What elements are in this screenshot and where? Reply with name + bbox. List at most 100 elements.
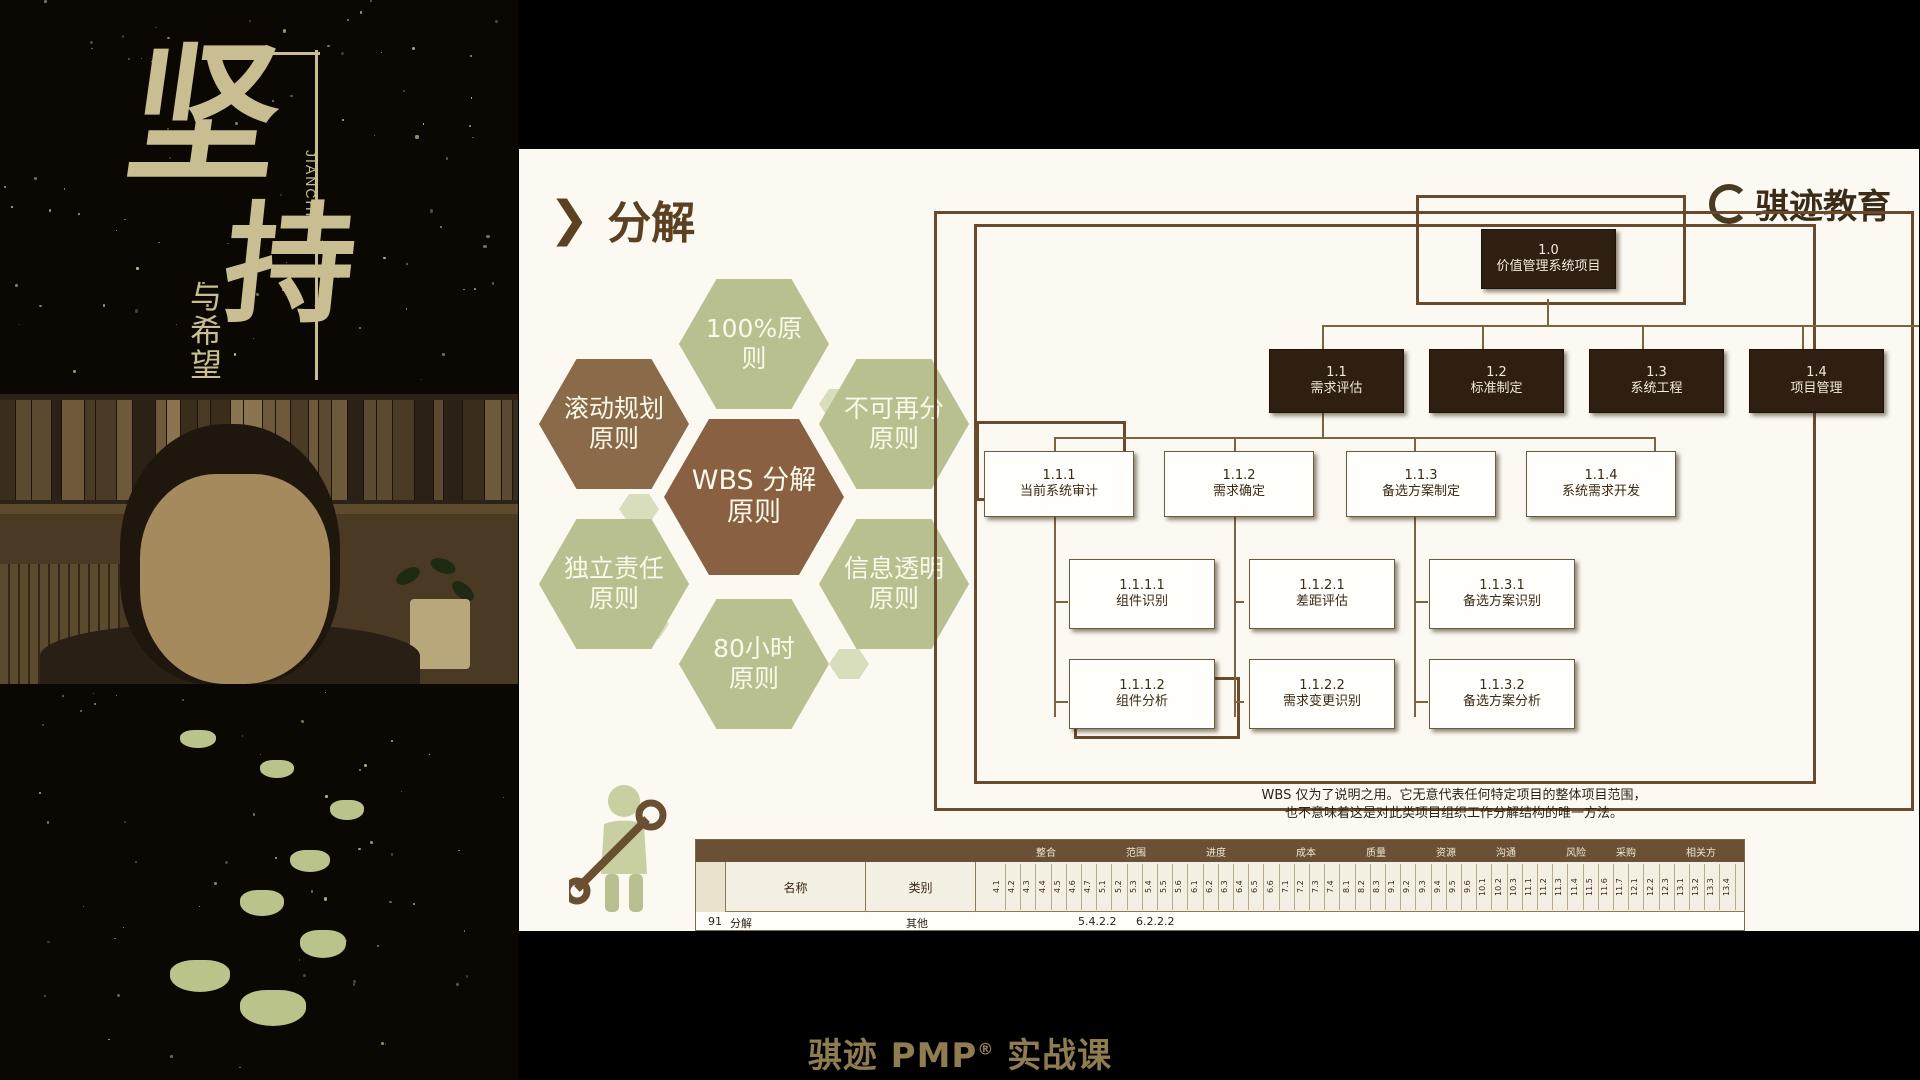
star-speck [403, 89, 405, 92]
connector [1802, 325, 1804, 353]
sheet-column-header[interactable]: 4.4 [1037, 864, 1052, 910]
star-speck [83, 905, 85, 908]
star-speck [462, 288, 465, 291]
sheet-column-header[interactable]: 9.2 [1402, 864, 1417, 910]
wbs-node-l3-code: 1.1.2.2 [1299, 678, 1345, 693]
sheet-column-header[interactable]: 6.1 [1189, 864, 1204, 910]
star-speck [46, 821, 50, 824]
star-speck [324, 794, 329, 798]
star-speck [282, 289, 285, 292]
sheet-column-header[interactable]: 12.3 [1660, 864, 1675, 910]
sheet-column-header[interactable]: 5.3 [1128, 864, 1143, 910]
sheet-column-header[interactable]: 6.5 [1250, 864, 1265, 910]
wbs-node-l3-label: 差距评估 [1295, 594, 1348, 609]
star-speck [380, 52, 382, 54]
star-speck [358, 847, 361, 851]
star-speck [389, 900, 392, 903]
sheet-column-header[interactable]: 5.6 [1174, 864, 1189, 910]
sheet-column-header[interactable]: 7.4 [1326, 864, 1341, 910]
sheet-column-header[interactable]: 9.3 [1417, 864, 1432, 910]
book-spine [0, 400, 16, 500]
wbs-node-l1-label: 项目管理 [1790, 381, 1843, 396]
row-ref-1: 5.4.2.2 [1078, 915, 1117, 928]
star-speck [469, 125, 471, 127]
sheet-column-header[interactable]: 5.4 [1144, 864, 1158, 910]
sheet-column-header[interactable]: 13.2 [1691, 864, 1706, 910]
connector [1322, 411, 1324, 439]
sheet-column-header[interactable]: 7.1 [1280, 864, 1295, 910]
logo-mark-icon [1709, 183, 1749, 224]
sheet-column-header[interactable]: 8.1 [1341, 864, 1356, 910]
sheet-column-header[interactable]: 4.1 [992, 864, 1006, 910]
star-speck [298, 958, 301, 961]
sheet-column-header[interactable]: 11.7 [1615, 864, 1630, 910]
star-speck [249, 20, 251, 22]
sheet-column-header[interactable]: 4.7 [1083, 864, 1098, 910]
sheet-column-header[interactable]: 11.1 [1524, 864, 1538, 910]
sheet-column-header[interactable]: 10.3 [1508, 864, 1523, 910]
sheet-column-header[interactable]: 7.3 [1311, 864, 1326, 910]
caption-reg-mark: ® [977, 1039, 995, 1059]
star-speck [483, 244, 487, 249]
wbs-node-root-label: 价值管理系统项目 [1496, 259, 1601, 274]
sheet-column-header[interactable]: 13.4 [1721, 864, 1736, 910]
wbs-node-l3-label: 需求变更识别 [1282, 694, 1361, 709]
sheet-column-header[interactable]: 4.3 [1022, 864, 1037, 910]
sheet-column-header[interactable]: 11.5 [1584, 864, 1599, 910]
sheet-column-header[interactable]: 12.2 [1645, 864, 1660, 910]
star-speck [390, 740, 393, 742]
star-speck [121, 35, 124, 38]
sheet-column-header[interactable]: 10.1 [1478, 864, 1493, 910]
star-speck [271, 100, 274, 103]
sheet-column-header[interactable]: 8.2 [1356, 864, 1371, 910]
sheet-column-header[interactable]: 6.2 [1204, 864, 1219, 910]
sheet-column-header[interactable]: 9.4 [1432, 864, 1447, 910]
star-speck [78, 213, 81, 216]
star-speck [429, 753, 431, 755]
wbs-note-line-2: 也不意味着这是对此类项目组织工作分解结构的唯一方法。 [1284, 806, 1623, 821]
star-speck [421, 379, 423, 381]
sheet-column-header[interactable]: 13.1 [1676, 864, 1690, 910]
sheet-column-header[interactable]: 11.4 [1569, 864, 1584, 910]
sheet-column-header[interactable]: 11.6 [1600, 864, 1614, 910]
row-name: 分解 [730, 917, 752, 930]
connector [1414, 601, 1428, 603]
star-speck [359, 327, 361, 330]
sheet-column-header[interactable]: 12.1 [1630, 864, 1645, 910]
sheet-column-header[interactable]: 4.6 [1068, 864, 1082, 910]
wbs-node-l3-label: 备选方案识别 [1462, 594, 1541, 609]
wbs-node-l3-code: 1.1.1.2 [1119, 678, 1165, 693]
footprint [290, 850, 330, 872]
sheet-column-header[interactable]: 9.1 [1387, 864, 1402, 910]
sheet-column-header[interactable]: 5.5 [1159, 864, 1174, 910]
sheet-column-header[interactable]: 8.3 [1372, 864, 1386, 910]
sheet-column-header[interactable]: 4.5 [1052, 864, 1067, 910]
sheet-column-header[interactable]: 11.3 [1554, 864, 1569, 910]
sheet-column-header[interactable]: 9.6 [1463, 864, 1478, 910]
sheet-column-header[interactable]: 9.5 [1448, 864, 1462, 910]
col-header-type[interactable]: 类别 [866, 862, 976, 912]
left-panel: JIANCHI 坚 持 与希望 [0, 0, 518, 1080]
sheet-column-header[interactable]: 5.1 [1098, 864, 1113, 910]
sheet-column-header[interactable]: 10.2 [1493, 864, 1508, 910]
sheet-column-header[interactable]: 6.6 [1265, 864, 1280, 910]
col-header-name[interactable]: 名称 [726, 862, 866, 912]
wrench-figure-icon [569, 785, 667, 912]
sheet-column-header[interactable]: 7.2 [1296, 864, 1310, 910]
sheet-column-header[interactable]: 6.4 [1235, 864, 1250, 910]
sheet-column-header[interactable]: 6.3 [1220, 864, 1234, 910]
star-speck [73, 370, 76, 373]
table-row[interactable]: 91 分解 其他 5.4.2.2 6.2.2.2 [696, 912, 1744, 930]
sheet-column-header[interactable]: 5.2 [1113, 864, 1128, 910]
filter-dropdown[interactable] [696, 862, 726, 912]
star-speck [44, 0, 47, 3]
sheet-column-header[interactable]: 11.2 [1539, 864, 1554, 910]
sheet-column-header[interactable]: 13.3 [1706, 864, 1721, 910]
book-spine [332, 400, 348, 500]
sheet-column-header[interactable]: 4.2 [1007, 864, 1022, 910]
book-spine [62, 400, 85, 500]
banner-pinyin: JIANCHI [303, 150, 319, 219]
connector [1414, 517, 1416, 717]
